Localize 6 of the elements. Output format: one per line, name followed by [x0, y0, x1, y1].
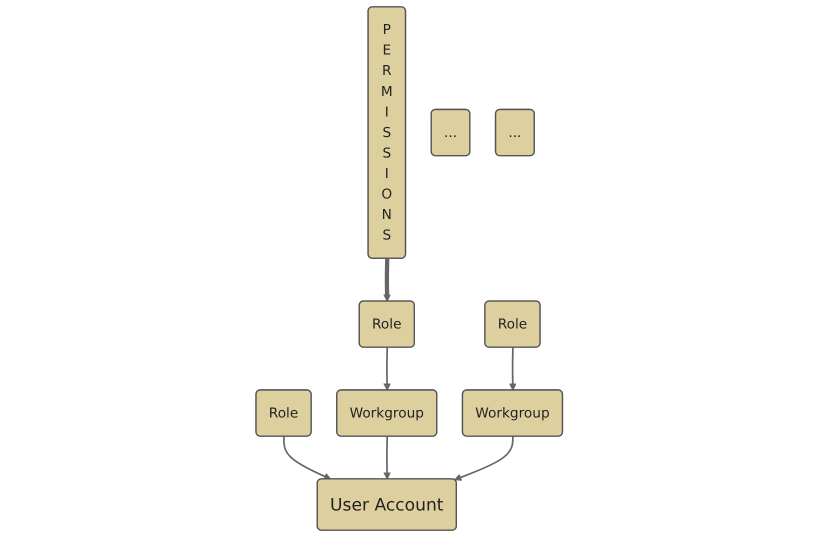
arrow [283, 436, 332, 480]
arrow [384, 436, 392, 480]
arrow [509, 348, 517, 391]
arrow [384, 258, 392, 302]
arrow [384, 348, 392, 391]
arrow [454, 436, 514, 481]
